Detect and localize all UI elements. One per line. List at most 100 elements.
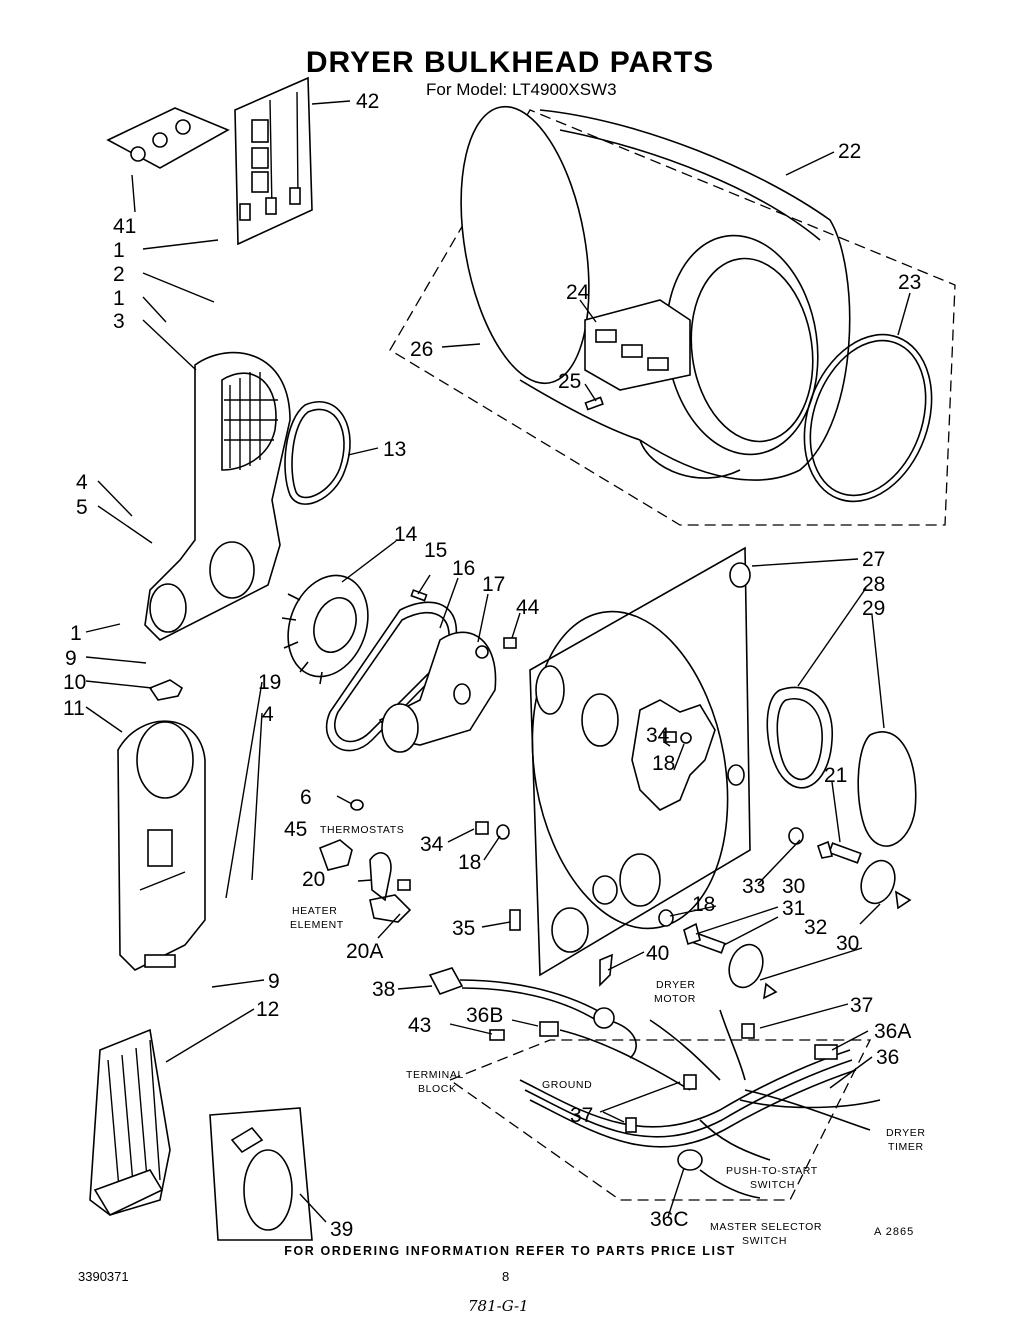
label-terminal: TERMINAL <box>406 1069 464 1081</box>
page-title: DRYER BULKHEAD PARTS <box>305 46 715 79</box>
callout-40: 40 <box>646 942 669 965</box>
callout-25: 25 <box>558 370 581 393</box>
callout-18c: 18 <box>692 893 715 916</box>
clip-40 <box>599 953 613 987</box>
bearing-30 <box>658 909 778 1000</box>
label-push-to-start-1: PUSH-TO-START <box>726 1165 818 1177</box>
callout-17: 17 <box>482 573 505 596</box>
callout-24: 24 <box>566 281 590 304</box>
screw-25 <box>584 396 604 411</box>
label-dryer-timer-2: TIMER <box>888 1141 924 1153</box>
label-heater: HEATER <box>292 905 337 917</box>
ordering-note: FOR ORDERING INFORMATION REFER TO PARTS … <box>284 1244 736 1258</box>
callout-20A: 20A <box>346 940 383 963</box>
label-ground: GROUND <box>542 1079 592 1091</box>
heater-assembly-12 <box>89 1028 171 1217</box>
dryer-drum-22 <box>389 105 956 526</box>
idler-pulley-17 <box>378 631 497 753</box>
bulkhead-plate-27 <box>529 546 751 977</box>
figure-reference: A 2865 <box>874 1226 915 1238</box>
callout-9a: 9 <box>65 647 77 670</box>
callout-36A: 36A <box>874 1020 911 1043</box>
callout-1c: 1 <box>70 622 82 645</box>
screw-15 <box>410 589 428 602</box>
callout-43: 43 <box>408 1014 431 1037</box>
label-block: BLOCK <box>418 1083 457 1095</box>
label-element: ELEMENT <box>290 919 344 931</box>
wire-harness-36 <box>448 1009 881 1201</box>
callout-1b: 1 <box>113 287 125 310</box>
callout-4a: 4 <box>76 471 88 494</box>
callout-42: 42 <box>356 90 379 113</box>
callout-44: 44 <box>516 596 540 619</box>
label-dryer-motor-1: DRYER <box>656 979 696 991</box>
nut-6 <box>350 799 364 811</box>
callout-34b: 34 <box>420 833 444 856</box>
label-thermostats: THERMOSTATS <box>320 824 404 836</box>
drive-belt-16 <box>325 601 458 752</box>
callout-37b: 37 <box>570 1104 593 1127</box>
callout-11: 11 <box>63 697 85 720</box>
callout-45: 45 <box>284 818 307 841</box>
label-push-to-start-2: SWITCH <box>750 1179 795 1191</box>
callout-9b: 9 <box>268 970 280 993</box>
leader-lines <box>85 100 911 1223</box>
callout-30b: 30 <box>836 932 859 955</box>
washer-18 <box>496 824 510 840</box>
blower-housing-3 <box>144 351 291 641</box>
callout-41: 41 <box>113 215 136 238</box>
callout-32: 32 <box>804 916 827 939</box>
power-cord-38 <box>428 967 637 1059</box>
callout-36B: 36B <box>466 1004 503 1027</box>
thermostat-45 <box>318 839 353 871</box>
nut-34 <box>475 821 489 835</box>
bearing-seal-28 <box>766 686 833 789</box>
drum-seal-23 <box>803 333 933 503</box>
callout-6: 6 <box>300 786 312 809</box>
callout-22: 22 <box>838 140 861 163</box>
callout-23: 23 <box>898 271 921 294</box>
callout-14: 14 <box>394 523 418 546</box>
callout-27: 27 <box>862 548 885 571</box>
callout-10: 10 <box>63 671 86 694</box>
callout-20: 20 <box>302 868 325 891</box>
shaft-21 <box>817 840 862 864</box>
callout-36C: 36C <box>650 1208 689 1231</box>
callout-4b: 4 <box>262 703 274 726</box>
page-number: 8 <box>502 1269 510 1284</box>
handwritten-note: 781-G-1 <box>468 1297 529 1315</box>
callout-5: 5 <box>76 496 88 519</box>
callout-numbers: 1 2 1 3 4 5 1 9 10 11 41 42 22 23 24 25 … <box>63 90 921 1241</box>
callout-31: 31 <box>782 897 805 920</box>
bracket-10 <box>148 679 184 701</box>
washer-33 <box>788 827 804 845</box>
filter-screen-29 <box>857 731 917 847</box>
callout-13: 13 <box>383 438 406 461</box>
callout-18a: 18 <box>652 752 675 775</box>
bolt-44 <box>503 637 517 649</box>
baffle-24 <box>584 299 691 391</box>
pulley-32 <box>728 859 912 989</box>
label-dryer-timer-1: DRYER <box>886 1127 926 1139</box>
callout-15: 15 <box>424 539 447 562</box>
callout-36: 36 <box>876 1046 899 1069</box>
callout-21: 21 <box>824 764 847 787</box>
label-dryer-motor-2: MOTOR <box>654 993 696 1005</box>
callout-33: 33 <box>742 875 765 898</box>
callout-12: 12 <box>256 998 279 1021</box>
terminal-kit-42 <box>234 76 313 246</box>
component-labels: THERMOSTATS HEATER ELEMENT DRYER MOTOR T… <box>290 824 926 1247</box>
callout-35: 35 <box>452 917 475 940</box>
callout-16: 16 <box>452 557 475 580</box>
callout-1a: 1 <box>113 239 125 262</box>
callout-30a: 30 <box>782 875 805 898</box>
blower-wheel-14 <box>281 574 369 685</box>
thermostat-20A <box>369 894 412 923</box>
clip-35 <box>509 909 521 931</box>
callout-3: 3 <box>113 310 125 333</box>
duct-assembly-11 <box>117 720 206 971</box>
document-number: 3390371 <box>78 1269 129 1284</box>
callout-29: 29 <box>862 597 885 620</box>
callout-26: 26 <box>410 338 433 361</box>
